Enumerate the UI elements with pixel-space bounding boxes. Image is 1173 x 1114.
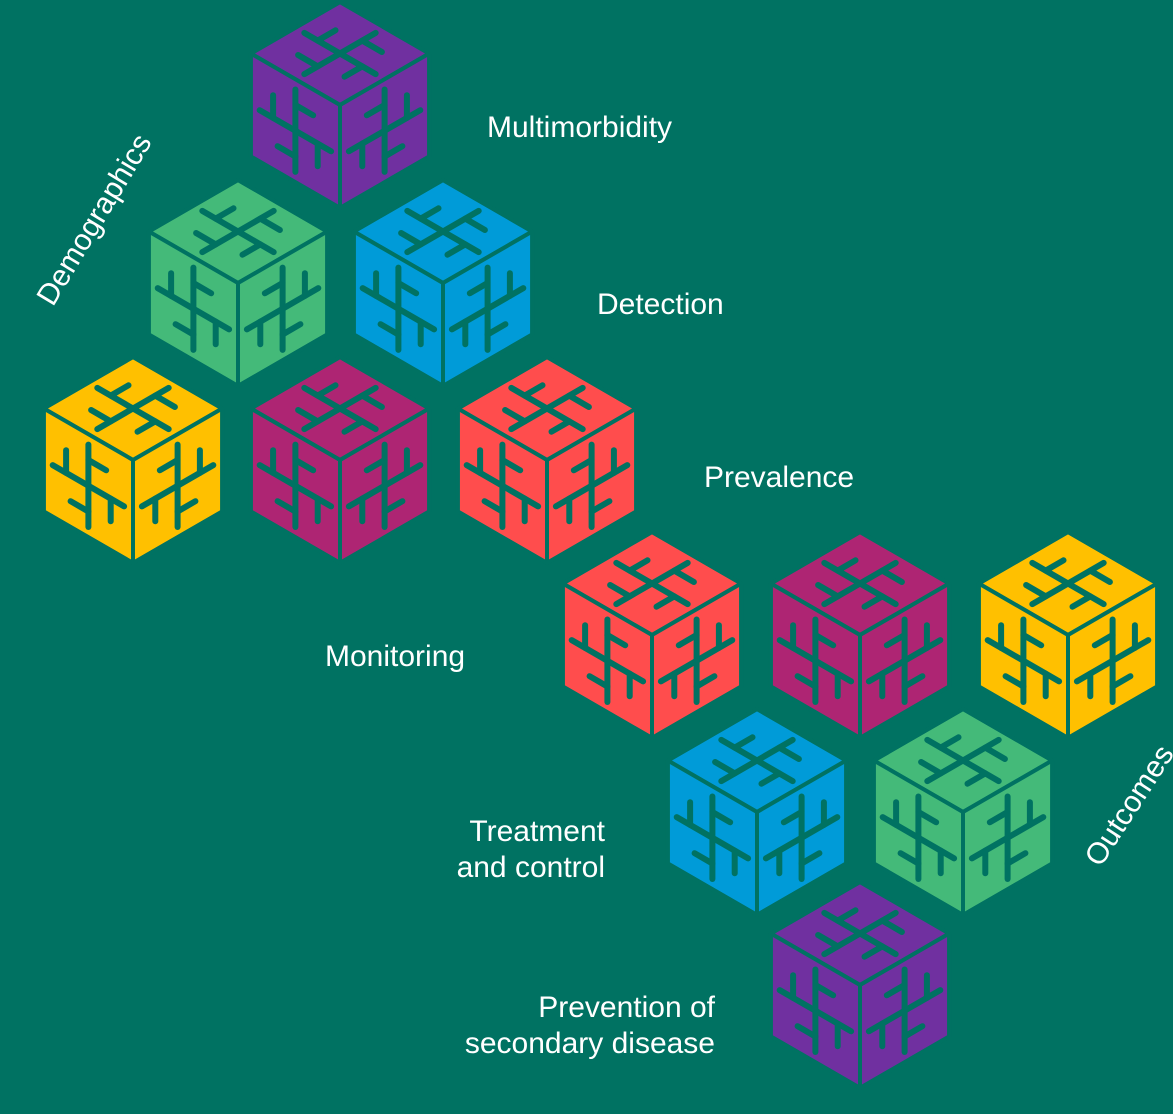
cube-magenta-left-right-face	[338, 406, 432, 565]
label-prevention: Prevention of secondary disease	[380, 990, 715, 1062]
label-monitoring: Monitoring	[325, 640, 466, 673]
cube-blue-upper	[351, 178, 535, 388]
label-prevention-line1: Prevention of	[538, 991, 715, 1024]
cube-purple-top	[248, 0, 432, 210]
cube-purple-top-right-face	[338, 51, 432, 210]
cube-purple-bottom	[768, 880, 952, 1090]
cube-green-lower	[871, 707, 1055, 917]
cube-green-upper-right-face	[236, 229, 330, 388]
cube-green-upper	[146, 178, 330, 388]
label-treatment-line1: Treatment	[469, 815, 605, 848]
cube-magenta-left	[248, 355, 432, 565]
cube-red-lower	[560, 530, 744, 740]
cube-magenta-right	[768, 530, 952, 740]
label-treatment-line2: and control	[456, 851, 605, 884]
label-detection: Detection	[597, 288, 724, 321]
cube-magenta-right-right-face	[858, 581, 952, 740]
cube-blue-lower-right-face	[755, 758, 849, 917]
cube-purple-bottom-right-face	[858, 931, 952, 1090]
label-prevalence: Prevalence	[704, 461, 855, 494]
cube-yellow-right	[976, 530, 1160, 740]
cube-red-upper	[455, 355, 639, 565]
cube-yellow-left	[41, 355, 225, 565]
label-multimorbidity: Multimorbidity	[487, 111, 673, 144]
cube-blue-lower	[665, 707, 849, 917]
label-treatment-and-control: Treatment and control	[405, 814, 605, 886]
label-prevention-line2: secondary disease	[464, 1027, 715, 1060]
cube-red-lower-right-face	[650, 581, 744, 740]
